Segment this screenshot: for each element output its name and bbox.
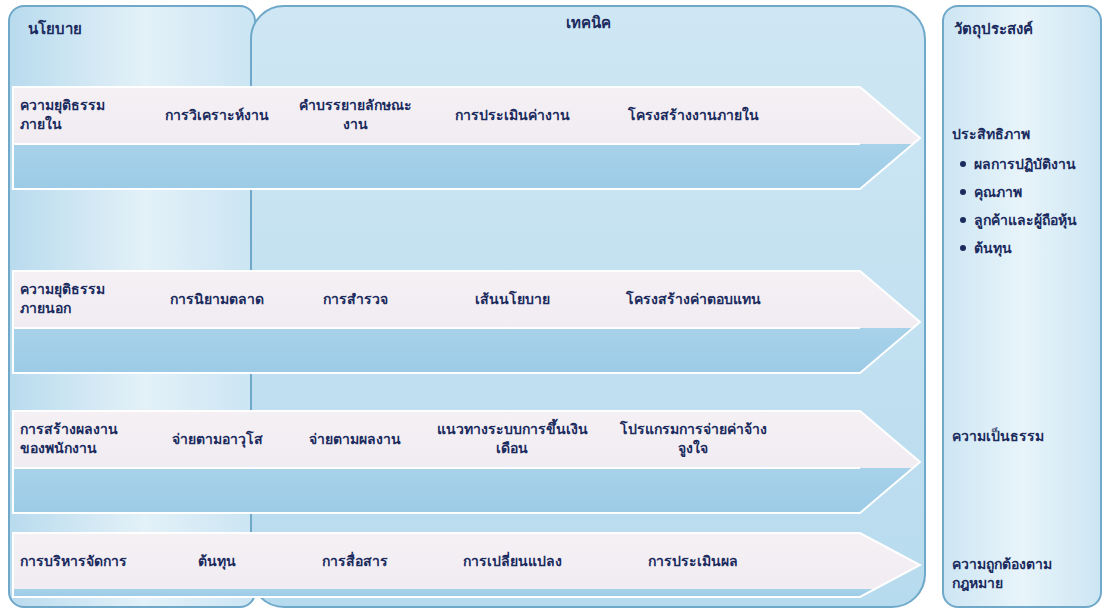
technique-text: โครงสร้างงานภายใน	[608, 106, 778, 125]
policy-text: ความยุติธรรมภายใน	[20, 96, 138, 134]
panel-heading: วัตถุประสงค์	[954, 19, 1094, 39]
policy-text: การบริหารจัดการ	[20, 552, 138, 571]
arrow-band: ความยุติธรรมภายนอก การนิยามตลาด การสำรวจ เส…	[12, 270, 922, 374]
objective-text: ประสิทธิภาพ	[952, 125, 1097, 144]
band-divider	[13, 143, 860, 145]
objective-item: ผลการปฏิบัติงาน	[974, 155, 1098, 174]
technique-text: การวิเคราะห์งาน	[162, 106, 272, 125]
objective-text: ความถูกต้องตามกฎหมาย	[952, 555, 1097, 593]
arrow-outline	[13, 87, 920, 189]
panel-heading: เทคนิค	[252, 13, 924, 33]
technique-text: โปรแกรมการจ่ายค่าจ้างจูงใจ	[608, 420, 778, 458]
technique-text: การเปลี่ยนแปลง	[432, 552, 592, 571]
technique-text: จ่ายตามอาวุโส	[162, 430, 272, 449]
policy-text: การสร้างผลงานของพนักงาน	[20, 420, 138, 458]
technique-text: ต้นทุน	[162, 552, 272, 571]
arrow-shape	[12, 270, 922, 374]
policy-text: ความยุติธรรมภายนอก	[20, 280, 138, 318]
bullet-dot	[960, 217, 966, 223]
technique-text: คำบรรยายลักษณะงาน	[290, 96, 420, 134]
arrow-outline	[13, 411, 920, 513]
technique-text: การนิยามตลาด	[162, 290, 272, 309]
arrow-outline	[13, 271, 920, 373]
objective-item: คุณภาพ	[974, 183, 1098, 202]
technique-text: โครงสร้างค่าตอบแทน	[608, 290, 778, 309]
technique-text: การสื่อสาร	[290, 552, 420, 571]
technique-text: จ่ายตามผลงาน	[290, 430, 420, 449]
arrow-band: การบริหารจัดการ ต้นทุน การสื่อสาร การเปลี่ย…	[12, 532, 922, 598]
band-divider	[13, 467, 860, 469]
arrow-band: การสร้างผลงานของพนักงาน จ่ายตามอาวุโส จ่าย…	[12, 410, 922, 514]
bullet-dot	[960, 161, 966, 167]
bullet-dot	[960, 245, 966, 251]
panel-heading: นโยบาย	[28, 19, 228, 39]
objective-item: ลูกค้าและผู้ถือหุ้น	[974, 211, 1098, 230]
technique-text: การประเมินค่างาน	[432, 106, 592, 125]
technique-text: การสำรวจ	[290, 290, 420, 309]
objective-item: ต้นทุน	[974, 239, 1098, 258]
objective-text: ความเป็นธรรม	[952, 427, 1097, 446]
arrow-band: ความยุติธรรมภายใน การวิเคราะห์งาน คำบรรยาย…	[12, 86, 922, 190]
technique-text: แนวทางระบบการขึ้นเงินเดือน	[432, 420, 592, 458]
band-divider	[13, 327, 860, 329]
arrow-outline	[13, 533, 920, 597]
technique-text: การประเมินผล	[608, 552, 778, 571]
objective-panel: วัตถุประสงค์ประสิทธิภาพผลการปฏิบัติงานคุ…	[942, 5, 1102, 608]
arrow-shape	[12, 86, 922, 190]
bullet-dot	[960, 189, 966, 195]
technique-text: เส้นนโยบาย	[432, 290, 592, 309]
